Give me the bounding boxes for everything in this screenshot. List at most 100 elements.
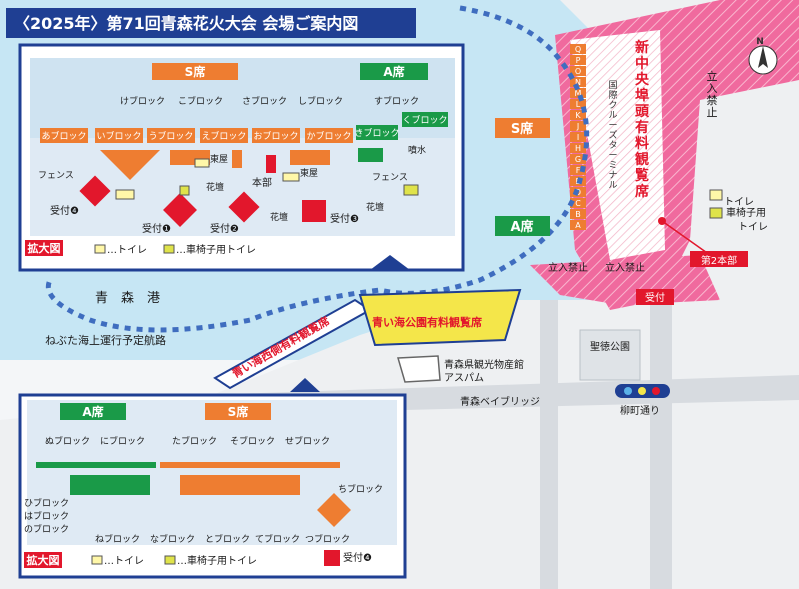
inset-top-wheelchair-swatch xyxy=(163,244,175,254)
hq2-leader xyxy=(661,220,711,256)
title-bar xyxy=(6,8,416,38)
inset-top-toilet-swatch xyxy=(94,244,106,254)
reception2-label: 受付❷ xyxy=(210,222,239,235)
noEntryVert-char: 入 xyxy=(707,82,718,95)
terminalVert-char: ク xyxy=(608,100,617,111)
inset-bottom-green-strip xyxy=(36,462,156,468)
shinchuoVert-char: 覧 xyxy=(634,167,649,184)
signal-blue xyxy=(624,387,632,395)
signal-red xyxy=(652,387,660,395)
terminalVert-char: タ xyxy=(608,140,617,151)
inset-top-row-block-label: おブロック xyxy=(253,130,298,142)
pier-block-q xyxy=(570,44,586,54)
inset-top-block-top-label: しブロック xyxy=(298,95,343,107)
main-reception-label: 受付 xyxy=(645,291,665,304)
pier-block-label: L xyxy=(576,100,581,109)
pier-block-f xyxy=(570,165,586,175)
honbu-label: 本部 xyxy=(252,176,272,189)
inset-bottom-block-bottom-label: とブロック xyxy=(205,533,250,545)
pier-block-g xyxy=(570,154,586,164)
pier-block-label: H xyxy=(575,144,581,153)
inset-top-row-block xyxy=(252,128,300,143)
wheelchair-toilet-2 xyxy=(403,184,419,196)
inset-bottom-block-top-label: ぬブロック xyxy=(45,435,90,447)
pier-block-label: F xyxy=(576,166,581,175)
inset-bottom-pointer xyxy=(290,378,320,392)
inset-bottom-area xyxy=(27,400,397,545)
no-entry-vertical-label: 立入禁止 xyxy=(707,69,718,119)
kadan-label-2: 花壇 xyxy=(270,211,288,223)
inset-top-a-seat: A席 xyxy=(383,64,404,79)
inset-bottom-s-seat: S席 xyxy=(228,404,249,419)
signal-yellow xyxy=(638,387,646,395)
reception3-label: 受付❸ xyxy=(330,212,359,225)
reception1-marker xyxy=(163,193,197,227)
noEntryVert-char: 止 xyxy=(707,106,718,119)
yanagimachi-road xyxy=(650,300,672,589)
pier-block-label: N xyxy=(575,78,581,87)
terminalVert-char: ナ xyxy=(608,170,617,181)
terminalVert-char: ミ xyxy=(608,161,617,171)
reception1-label: 受付❶ xyxy=(142,222,171,235)
sa-block-shape xyxy=(232,150,242,168)
inset-bottom-enlarged: 拡大図 xyxy=(27,553,60,567)
inset-top-wheelchair-legend: …車椅子用トイレ xyxy=(176,243,256,256)
shinchuoVert-char: 頭 xyxy=(635,104,650,120)
toilet-legend-swatch xyxy=(709,189,723,201)
pier-block-label: O xyxy=(575,67,581,76)
block-ha-label: はブロック xyxy=(24,510,69,522)
shinchuoVert-char: 中 xyxy=(635,55,649,72)
inset-bottom-wheelchair-legend: …車椅子用トイレ xyxy=(177,554,257,567)
aspam-label-2: アスパム xyxy=(444,372,484,384)
route-label: ねぶた海上運行予定航路 xyxy=(45,333,166,347)
seitoku-label: 聖徳公園 xyxy=(590,340,630,353)
shinchuoVert-char: 料 xyxy=(635,135,649,152)
terminalVert-char: 際 xyxy=(608,89,617,101)
aspam-label-1: 青森県観光物産館 xyxy=(444,358,524,371)
road-mid xyxy=(540,300,558,589)
pier-block-c xyxy=(570,198,586,208)
park-seat-label: 青い海公園有料観覧席 xyxy=(372,315,482,329)
inset-bottom-a-seat: A席 xyxy=(82,404,103,419)
wheelchair-toilet-1 xyxy=(179,185,190,196)
su-block-shape xyxy=(358,148,383,162)
terminalVert-char: ル xyxy=(608,111,617,121)
inset-bottom-block-bottom-label: つブロック xyxy=(305,533,350,545)
inset-bottom-enlarged-bg xyxy=(24,552,62,568)
inset-top-enlarged: 拡大図 xyxy=(28,241,61,255)
shinchuoVert-char: 観 xyxy=(635,151,649,168)
pier-block-label: I xyxy=(577,133,579,142)
inset-top-row-block-label: えブロック xyxy=(202,130,247,142)
inset-top-row-block xyxy=(95,128,143,143)
shinchuoVert-char: 央 xyxy=(635,71,650,88)
inset-bottom-green-blocks xyxy=(70,475,150,495)
shinchuoVert-char: 埠 xyxy=(635,87,649,104)
inset-bottom-toilet-legend: …トイレ xyxy=(104,556,144,567)
block-ku-label: くブロック xyxy=(402,114,447,126)
pier-block-l xyxy=(570,99,586,109)
yanagimachi-label: 柳町通り xyxy=(620,404,660,417)
inset-top-toilet-legend: …トイレ xyxy=(107,245,147,256)
compass-label: N xyxy=(756,37,764,47)
terminalVert-char: 国 xyxy=(608,80,617,91)
inset-top-enlarged-bg xyxy=(25,240,63,256)
terminalVert-char: ー xyxy=(608,121,617,131)
block-no-label: のブロック xyxy=(24,523,69,535)
reception3-marker xyxy=(302,200,326,222)
main-a-seat-label-bg xyxy=(495,216,550,236)
inset-bottom-block-top-label: せブロック xyxy=(285,435,330,447)
shinchuo-seating-area xyxy=(570,30,665,260)
main-s-seat-label: S席 xyxy=(511,121,533,137)
toilet-2 xyxy=(194,158,210,168)
main-legend-toilet: トイレ xyxy=(724,197,754,208)
pier-block-p xyxy=(570,55,586,65)
ke-block-shape xyxy=(100,150,160,180)
bay-bridge-label: 青森ベイブリッジ xyxy=(460,395,540,408)
aspam-building xyxy=(397,355,441,383)
inset-bottom-orange-blocks xyxy=(180,475,300,495)
inset-bottom-block-top-label: そブロック xyxy=(230,435,275,447)
kadan-label-3: 花壇 xyxy=(366,201,384,213)
chi-block-shape xyxy=(317,493,351,527)
